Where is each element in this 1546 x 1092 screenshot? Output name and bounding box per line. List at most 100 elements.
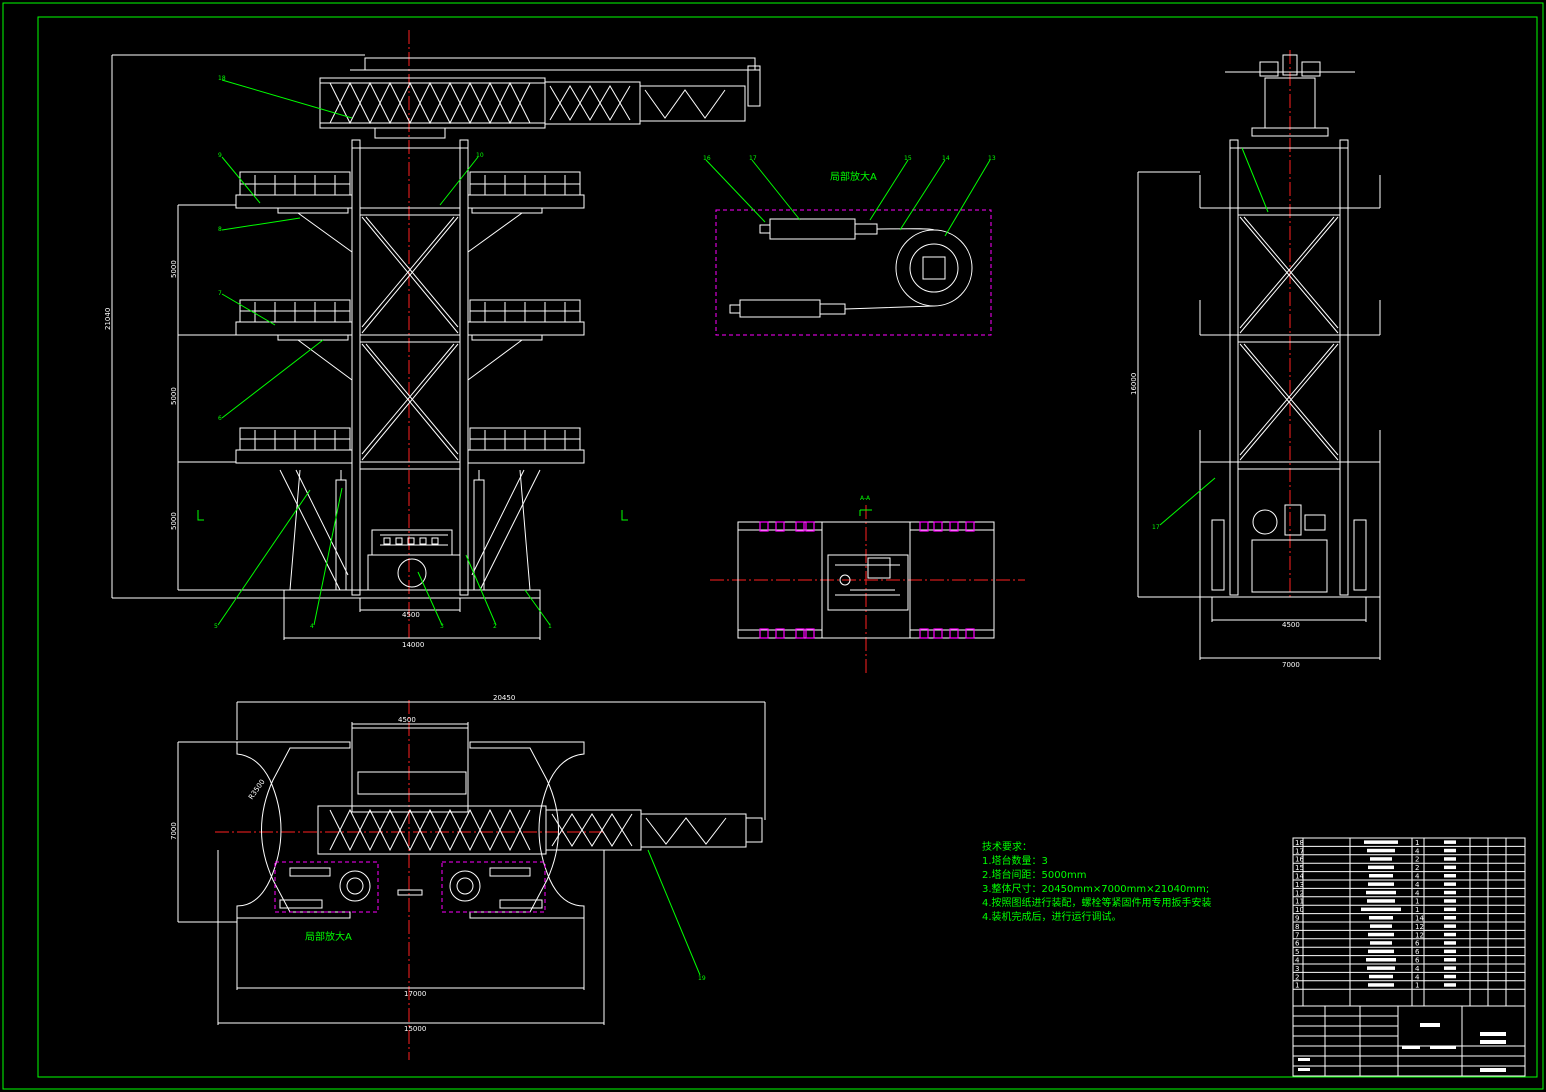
dim-plan-total: 20450	[493, 694, 515, 702]
title-block	[1292, 1005, 1526, 1077]
bom-material-cell	[1444, 865, 1456, 870]
tower-front	[351, 139, 469, 596]
bom-material-cell	[1444, 874, 1456, 878]
bom-material-cell	[1444, 924, 1456, 928]
bom-quantity: 14	[1415, 915, 1424, 923]
part-number: 9	[218, 152, 222, 159]
bom-material-cell	[1444, 966, 1456, 970]
dim-plan-left: 7000	[170, 822, 178, 840]
bom-row-number: 12	[1295, 889, 1304, 897]
bom-quantity: 1	[1415, 839, 1419, 847]
detail-a-title: 局部放大A	[830, 170, 877, 183]
bom-name-cell	[1369, 874, 1393, 878]
bom-name-cell	[1368, 865, 1394, 870]
bom-quantity: 4	[1415, 973, 1420, 981]
bom-material-cell	[1444, 916, 1456, 920]
bom-name-cell	[1366, 890, 1396, 895]
bom-quantity: 4	[1415, 889, 1420, 897]
bom-material-cell	[1444, 899, 1456, 903]
bom-quantity: 6	[1415, 957, 1420, 965]
front-dimensions	[111, 54, 541, 640]
bom-name-cell	[1361, 907, 1401, 912]
bom-material-cell	[1444, 974, 1456, 979]
bom-material-cell	[1444, 857, 1456, 861]
bom-material-cell	[1444, 840, 1456, 844]
bom-quantity: 12	[1415, 931, 1424, 939]
detail-a-plan-label: 局部放大A	[305, 930, 352, 943]
bom-row-number: 2	[1295, 973, 1299, 981]
bom-material-cell	[1444, 983, 1456, 987]
bom-material-cell	[1444, 848, 1456, 853]
base-front	[279, 469, 541, 599]
dim-plan-inner-bottom: 17000	[404, 990, 426, 998]
bom-row-number: 8	[1295, 923, 1299, 931]
section-label: A-A	[860, 495, 871, 502]
part-number: 1	[548, 623, 552, 630]
bom-name-cell	[1370, 941, 1392, 945]
bom-name-cell	[1370, 857, 1392, 861]
tech-requirement-item: 4.按照图纸进行装配，螺栓等紧固件用专用扳手安装	[982, 896, 1212, 909]
bom-bars	[1361, 840, 1456, 987]
bom-row-number: 5	[1295, 948, 1299, 956]
dim-tier-3: 5000	[170, 260, 178, 278]
bom-material-cell	[1444, 958, 1456, 962]
bom-row-number: 18	[1295, 839, 1304, 847]
plan-view	[177, 700, 766, 1060]
bom-name-cell	[1368, 932, 1394, 937]
bom-row-number: 16	[1295, 856, 1304, 864]
bom-name-cell	[1369, 974, 1393, 979]
dim-plan-radius: R3500	[247, 778, 267, 801]
detail-a	[705, 159, 992, 336]
bom-material-cell	[1444, 941, 1456, 945]
dim-side-base: 7000	[1282, 661, 1300, 669]
part-number: 15	[904, 155, 912, 162]
bom-name-cell	[1364, 840, 1398, 844]
bom-row-number: 11	[1295, 898, 1304, 906]
bom-quantity: 1	[1415, 898, 1419, 906]
part-number: 14	[942, 155, 950, 162]
bom-quantity: 4	[1415, 965, 1420, 973]
bom-quantity: 4	[1415, 881, 1420, 889]
dim-side-height: 16000	[1130, 373, 1138, 395]
dim-tier-1: 5000	[170, 512, 178, 530]
part-number: 6	[218, 415, 222, 422]
front-leaders	[217, 79, 551, 626]
part-number: 13	[988, 155, 996, 162]
bom-row-number: 1	[1295, 982, 1299, 990]
dim-tier-2: 5000	[170, 387, 178, 405]
dim-front-base: 14000	[402, 641, 424, 649]
bom-name-cell	[1367, 966, 1395, 970]
platforms-front	[235, 171, 585, 464]
bom-quantity: 6	[1415, 948, 1420, 956]
section-a-a	[710, 505, 1025, 675]
bom-quantity: 6	[1415, 940, 1420, 948]
bom-name-cell	[1368, 882, 1394, 886]
bom-row-number: 6	[1295, 940, 1300, 948]
bom-row-number: 9	[1295, 915, 1299, 923]
dim-plan-outer-bottom: 15000	[404, 1025, 426, 1033]
bom-name-cell	[1367, 848, 1395, 853]
tech-requirement-item: 2.塔台间距：5000mm	[982, 868, 1086, 881]
dim-front-inner: 4500	[402, 611, 420, 619]
bom-quantity: 1	[1415, 982, 1419, 990]
dim-side-inner: 4500	[1282, 621, 1300, 629]
part-number: 18	[218, 75, 226, 82]
bom-row-number: 13	[1295, 881, 1304, 889]
bom-material-cell	[1444, 890, 1456, 895]
bom-name-cell	[1370, 924, 1392, 928]
bom-quantity: 4	[1415, 847, 1420, 855]
tech-requirements: 技术要求： 1.塔台数量：3 2.塔台间距：5000mm 3.整体尺寸：2045…	[982, 840, 1212, 923]
part-number: 5	[214, 623, 218, 630]
bom-row-number: 10	[1295, 906, 1304, 914]
bom-material-cell	[1444, 882, 1456, 886]
bom-quantity: 2	[1415, 856, 1419, 864]
bom-row-number: 4	[1295, 957, 1300, 965]
bom-quantity: 4	[1415, 873, 1420, 881]
dim-plan-top: 4500	[398, 716, 416, 724]
part-number: 10	[476, 152, 484, 159]
bom-name-cell	[1369, 916, 1393, 920]
part-number: 3	[440, 623, 444, 630]
